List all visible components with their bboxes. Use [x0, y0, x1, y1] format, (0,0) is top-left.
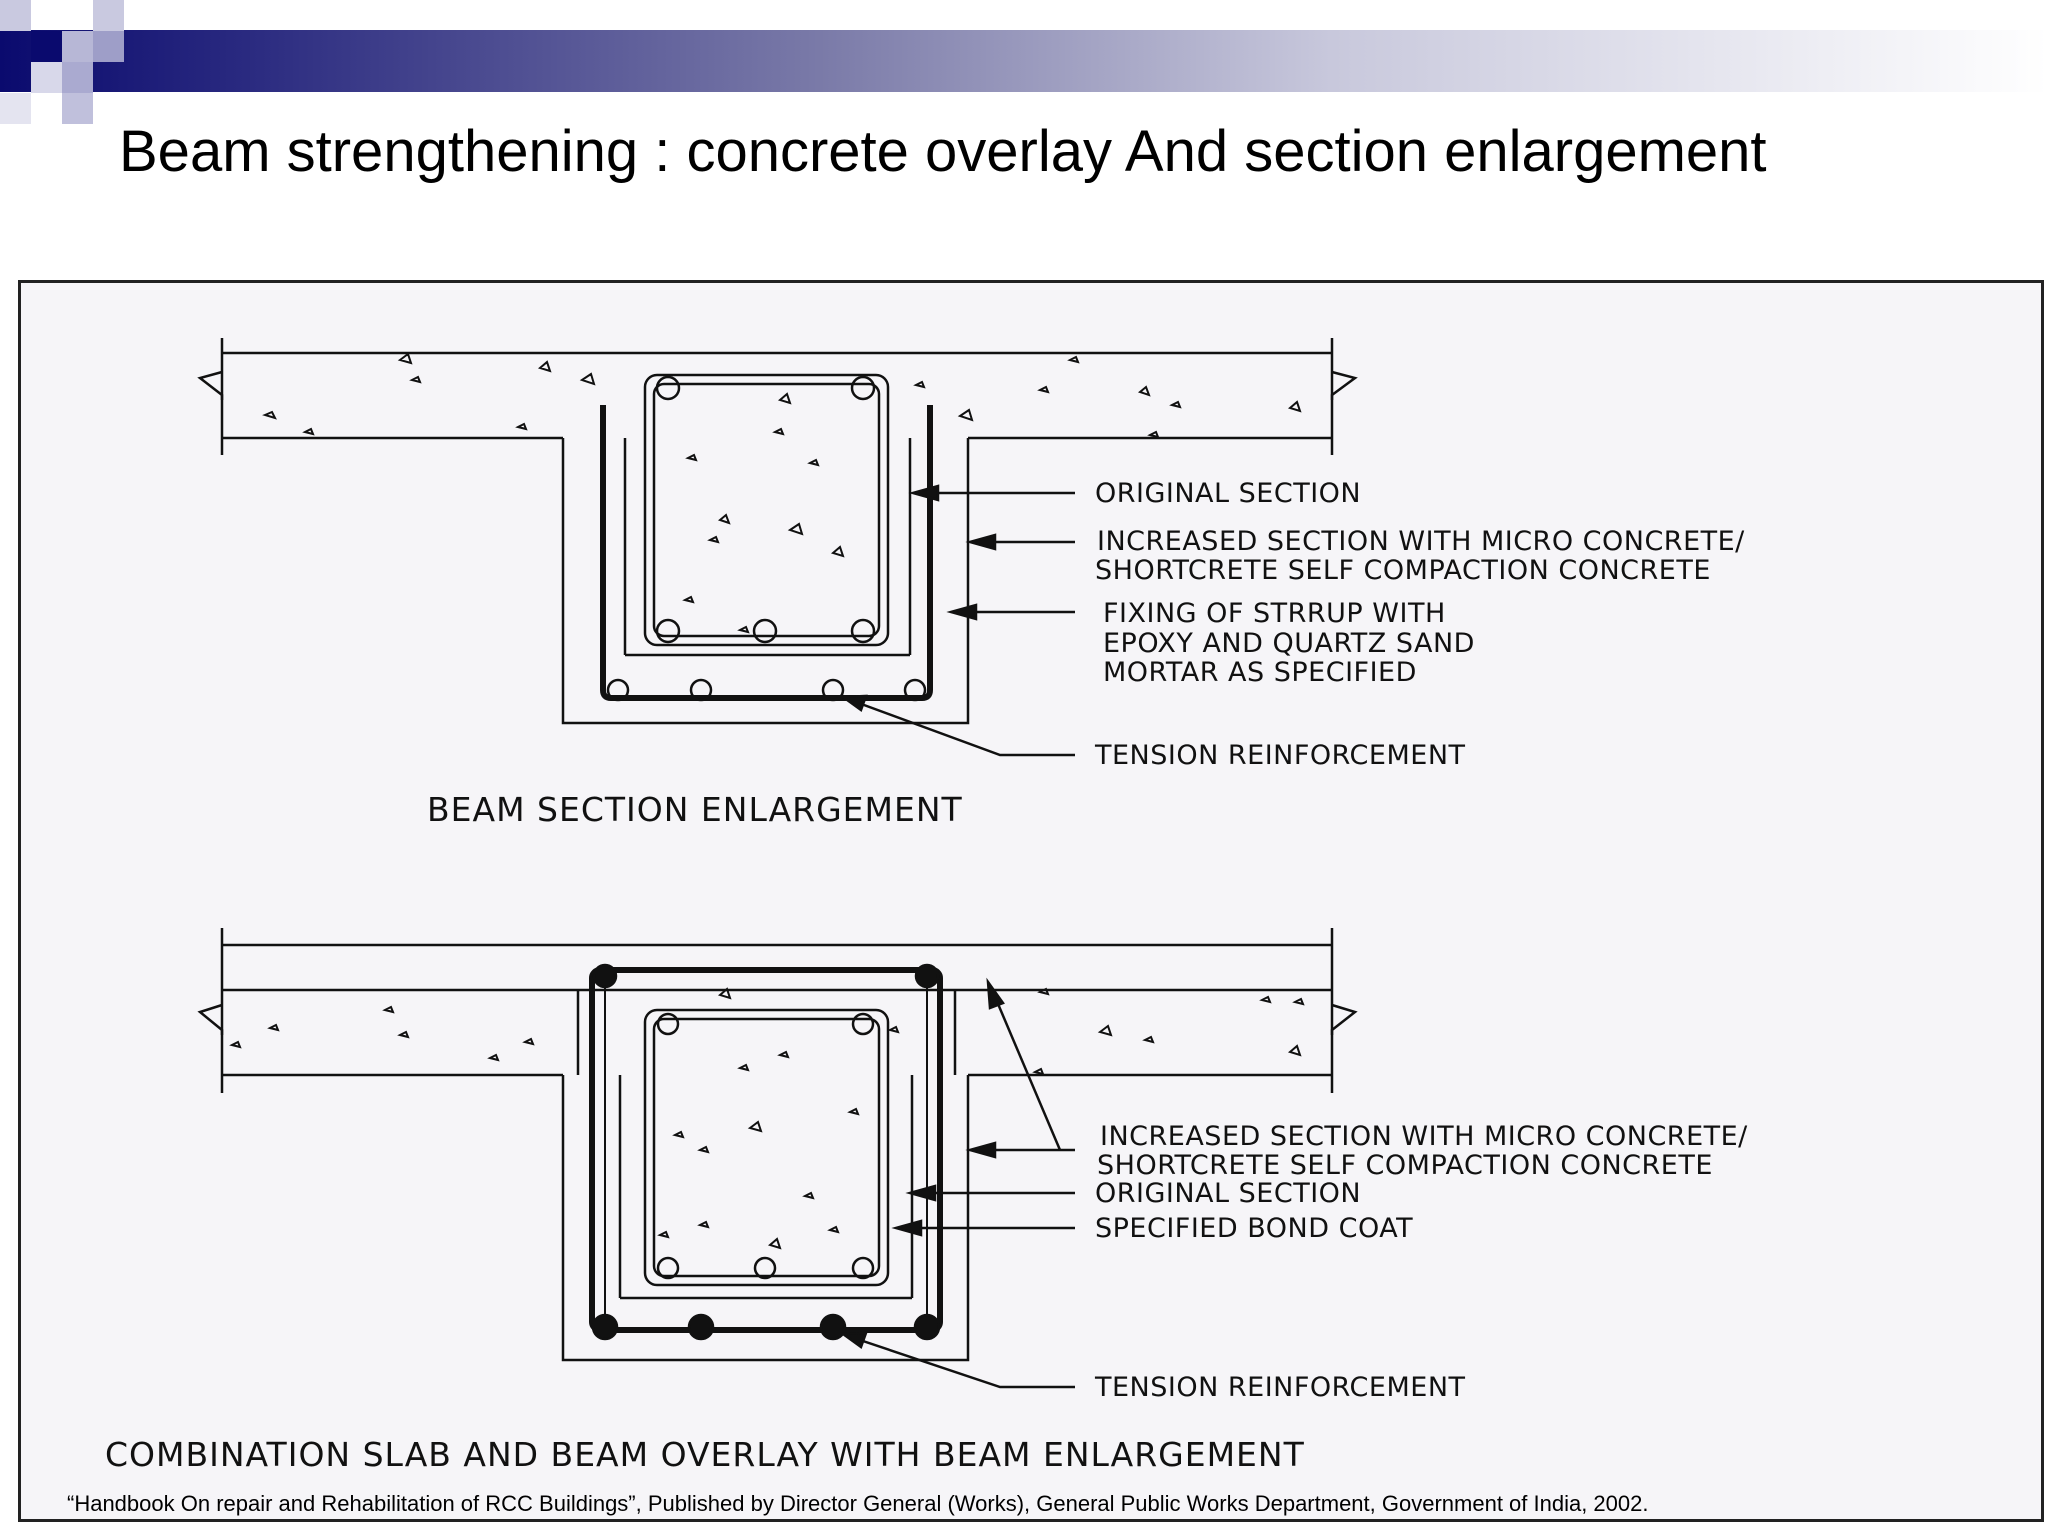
bottom-callout-increased-section-line1: INCREASED SECTION WITH MICRO CONCRETE/ — [1100, 1121, 1748, 1152]
header-square-light-7 — [0, 93, 31, 124]
top-callout-original-section: ORIGINAL SECTION — [1095, 478, 1362, 509]
source-citation: “Handbook On repair and Rehabilitation o… — [67, 1491, 1649, 1516]
header-square-light-4 — [93, 31, 124, 62]
top-callout-fixing-line3: MORTAR AS SPECIFIED — [1103, 657, 1417, 688]
slide-title: Beam strengthening : concrete overlay An… — [119, 119, 1767, 184]
top-callout-increased-section-line1: INCREASED SECTION WITH MICRO CONCRETE/ — [1097, 526, 1745, 557]
header-square-light-1 — [0, 0, 31, 31]
top-figure-caption: BEAM SECTION ENLARGEMENT — [427, 790, 963, 829]
bottom-figure-caption: COMBINATION SLAB AND BEAM OVERLAY WITH B… — [105, 1435, 1305, 1474]
top-callout-fixing-line2: EPOXY AND QUARTZ SAND — [1103, 628, 1475, 659]
top-callout-increased-section-line2: SHORTCRETE SELF COMPACTION CONCRETE — [1095, 555, 1711, 586]
top-callout-fixing-line1: FIXING OF STRRUP WITH — [1103, 598, 1446, 629]
header-square-dark — [31, 31, 62, 62]
bottom-callout-original-section: ORIGINAL SECTION — [1095, 1178, 1362, 1209]
header-square-light-2 — [62, 31, 93, 62]
header-square-light-8 — [62, 93, 93, 124]
bottom-callout-bond-coat: SPECIFIED BOND COAT — [1095, 1213, 1414, 1244]
bottom-callout-increased-section-line2: SHORTCRETE SELF COMPACTION CONCRETE — [1097, 1150, 1713, 1181]
bottom-beam-section — [197, 928, 1358, 1389]
figure-frame — [18, 280, 2044, 1522]
top-beam-section — [197, 338, 1358, 757]
bottom-callout-tension-reinforcement: TENSION REINFORCEMENT — [1095, 1372, 1466, 1403]
header-square-light-6 — [62, 62, 93, 93]
top-callout-tension-reinforcement: TENSION REINFORCEMENT — [1095, 740, 1466, 771]
header-gradient-bar — [0, 30, 2048, 92]
header-square-light-5 — [31, 62, 62, 93]
header-square-light-3 — [93, 0, 124, 31]
